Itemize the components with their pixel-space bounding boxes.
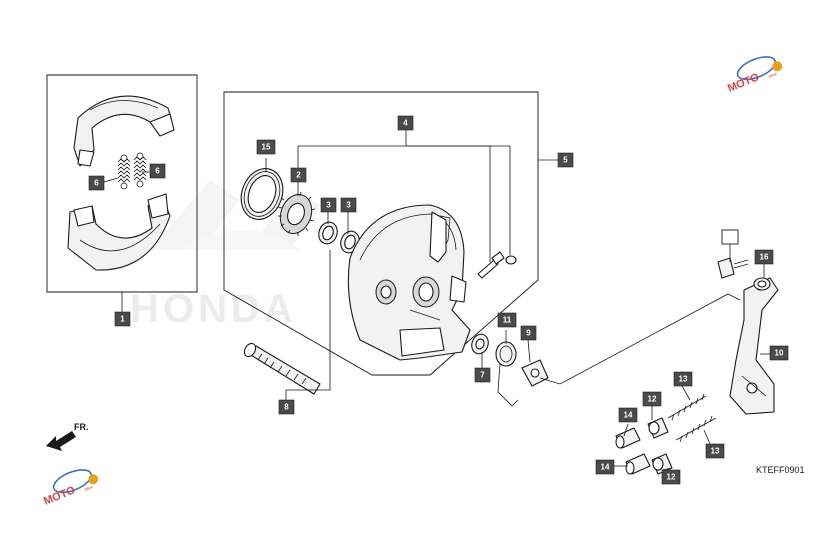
callout-10: 10 (769, 345, 789, 361)
svg-text:2: 2 (296, 171, 301, 180)
callout-blank (721, 229, 739, 245)
callout-11: 11 (497, 312, 517, 328)
logo-text-bottom: MOTO (42, 484, 77, 508)
svg-text:15: 15 (262, 143, 271, 152)
svg-text:6: 6 (94, 179, 99, 188)
nut (753, 277, 771, 291)
callout-6b: 6 (149, 163, 166, 179)
callout-9: 9 (520, 325, 537, 341)
callout-13b: 13 (705, 443, 725, 459)
compression-spring-upper (667, 393, 707, 421)
callout-6a: 6 (88, 175, 105, 191)
callout-3b: 3 (340, 197, 357, 213)
callout-2: 2 (290, 167, 307, 183)
small-washer (471, 333, 489, 355)
svg-text:10: 10 (775, 349, 784, 358)
svg-text:11: 11 (503, 316, 512, 325)
brake-shoe-upper (73, 95, 175, 167)
svg-text:13: 13 (711, 447, 720, 456)
callout-7: 7 (474, 367, 491, 383)
svg-text:12: 12 (648, 395, 657, 404)
callout-8: 8 (278, 399, 295, 415)
callout-3a: 3 (320, 197, 337, 213)
compression-spring-lower (675, 415, 717, 443)
svg-text:4: 4 (403, 119, 408, 128)
svg-text:16: 16 (760, 253, 769, 262)
oil-seal (240, 168, 284, 220)
spring-left (117, 154, 131, 190)
svg-text:3: 3 (326, 201, 331, 210)
callout-12b: 12 (661, 469, 681, 485)
joint-upper (647, 417, 669, 439)
washer-a (318, 221, 338, 245)
svg-text:14: 14 (601, 463, 610, 472)
svg-text:8: 8 (284, 403, 289, 412)
pin-lower (625, 453, 651, 475)
callout-5: 5 (557, 152, 574, 168)
callout-15: 15 (256, 139, 276, 155)
callout-4: 4 (397, 115, 414, 131)
logo-text-top: MOTO (726, 71, 761, 95)
svg-text:13: 13 (679, 375, 688, 384)
adjuster-pin (477, 251, 517, 279)
svg-text:6: 6 (155, 167, 160, 176)
logo-sub-bottom: Dlink (84, 484, 94, 492)
diagram-code: KTEFF0901 (756, 465, 805, 475)
watermark-text: HONDA (130, 287, 297, 331)
wear-indicator-plate (521, 359, 549, 387)
svg-text:14: 14 (624, 411, 633, 420)
link-line (539, 293, 741, 385)
moto-logo-top: MOTO Dlink (726, 56, 783, 95)
gear (277, 191, 316, 236)
brake-panel (347, 204, 471, 361)
svg-text:5: 5 (563, 156, 568, 165)
leader-lines (103, 130, 770, 471)
svg-text:12: 12 (667, 473, 676, 482)
return-spring (495, 341, 519, 407)
brake-cam-shaft (243, 342, 321, 395)
callout-14b: 14 (595, 459, 615, 475)
frame-brake-panel (223, 91, 539, 376)
front-direction-arrow: FR. (46, 422, 89, 451)
callout-13a: 13 (673, 371, 693, 387)
callout-14a: 14 (618, 407, 638, 423)
svg-text:7: 7 (480, 371, 485, 380)
frame-brake-shoe-set (46, 74, 198, 293)
svg-text:1: 1 (120, 315, 125, 324)
callout-12a: 12 (642, 391, 662, 407)
callout-1: 1 (114, 311, 131, 327)
bolt (717, 257, 749, 279)
callout-16: 16 (754, 249, 774, 265)
svg-text:9: 9 (526, 329, 531, 338)
moto-logo-bottom: MOTO Dlink (42, 469, 99, 508)
spring-right (133, 152, 147, 188)
logo-sub-top: Dlink (768, 71, 778, 79)
pin-upper (615, 427, 641, 449)
direction-label: FR. (74, 422, 89, 432)
svg-text:3: 3 (346, 201, 351, 210)
brake-shoe-lower (67, 193, 171, 271)
